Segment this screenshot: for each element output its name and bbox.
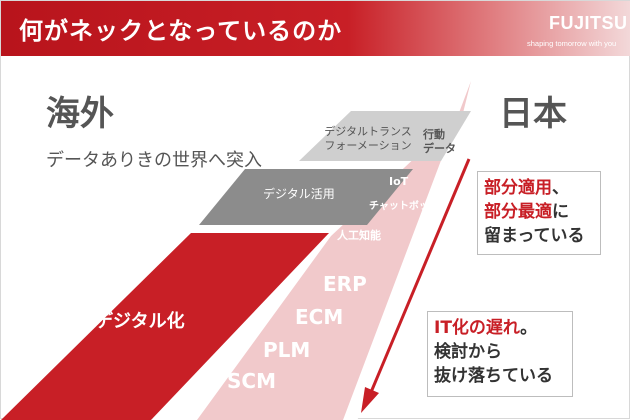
- behavior-data-label: 行動 データ: [423, 128, 456, 156]
- callout-partial: 部分適用、 部分最適に 留まっている: [477, 171, 601, 255]
- callout-partial-line2-rest: に: [552, 202, 569, 222]
- behavior-line2: データ: [423, 142, 456, 155]
- page-title: 何がネックとなっているのか: [19, 17, 343, 45]
- callout-it-line2: 検討から: [434, 342, 502, 362]
- step-top-label: デジタルトランス フォーメーション: [323, 125, 413, 153]
- callout-partial-line2-red: 部分最適: [484, 202, 552, 222]
- ai-label: 人工知能: [337, 229, 381, 242]
- step-middle-label: デジタル活用: [263, 187, 335, 201]
- step-base-label: デジタル化: [95, 311, 185, 332]
- callout-it-delay: IT化の遅れ。 検討から 抜け落ちている: [427, 311, 573, 397]
- step-base: [1, 233, 329, 420]
- logo-tagline: shaping tomorrow with you: [527, 39, 617, 48]
- japan-heading: 日本: [499, 94, 567, 134]
- callout-it-line3: 抜け落ちている: [434, 366, 553, 386]
- plm-label: PLM: [263, 338, 311, 362]
- overseas-heading: 海外: [46, 94, 114, 134]
- fujitsu-logo: FUJITSU: [549, 13, 628, 33]
- header-bar: 何がネックとなっているのか FUJITSU shaping tomorrow w…: [1, 1, 630, 56]
- step-top-line2: フォーメーション: [324, 139, 412, 152]
- step-middle: [199, 169, 413, 225]
- iot-label: IoT: [389, 175, 409, 188]
- callout-it-line1-red: IT化の遅れ: [434, 318, 521, 338]
- callout-partial-line2: 部分最適に: [484, 200, 594, 224]
- scm-label: SCM: [227, 369, 276, 393]
- step-top: [299, 111, 471, 161]
- step-top-line1: デジタルトランス: [324, 125, 412, 138]
- chatbot-label: チャットボット: [369, 201, 439, 212]
- arrow-head-icon: [361, 387, 379, 413]
- callout-it-line1: IT化の遅れ。: [434, 316, 566, 340]
- callout-partial-line1-rest: 、: [552, 178, 569, 198]
- behavior-line1: 行動: [423, 128, 445, 141]
- arrow-shaft: [367, 158, 471, 398]
- ecm-label: ECM: [295, 305, 344, 329]
- erp-label: ERP: [323, 272, 367, 296]
- callout-partial-line3: 留まっている: [484, 226, 585, 246]
- japan-column: [197, 81, 471, 420]
- callout-partial-line1: 部分適用、: [484, 176, 594, 200]
- callout-it-line1-rest: 。: [520, 318, 538, 338]
- overseas-subtitle: データありきの世界へ突入: [46, 150, 262, 171]
- callout-partial-line1-red: 部分適用: [484, 178, 552, 198]
